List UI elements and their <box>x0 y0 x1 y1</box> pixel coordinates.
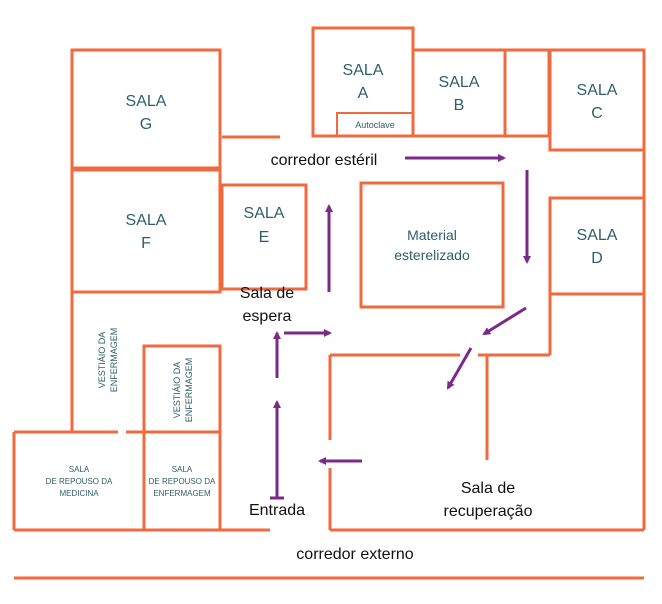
area-labels: corredor estéril Sala de espera Sala de … <box>240 152 533 563</box>
corredor-externo-label: corredor externo <box>296 546 413 563</box>
room-b-wall <box>411 48 507 138</box>
repouso-med-label-1: SALA <box>69 465 90 474</box>
vestiario-enf-2-label-1: VESTIÁIO DA <box>172 362 182 419</box>
room-e-wall <box>220 183 308 291</box>
vestiario-enf-2: VESTIÁIO DA ENFERMAGEM <box>172 358 194 423</box>
room-g-label-1: SALA <box>126 93 167 110</box>
material-label-1: Material <box>407 227 457 243</box>
arrow-diag-2 <box>446 347 473 390</box>
sala-recuperacao-label-1: Sala de <box>461 480 515 497</box>
room-b-label-2: B <box>454 97 465 114</box>
room-d-label-1: SALA <box>577 227 618 244</box>
vestiario-enf-1-label-1: VESTIÁIO DA <box>97 332 107 389</box>
room-e-label-1: SALA <box>244 205 285 222</box>
autoclave-label: Autoclave <box>355 120 395 130</box>
entrada-label: Entrada <box>249 502 305 519</box>
room-d-wall <box>548 196 646 296</box>
vestiario-enf-small-wall <box>142 344 222 434</box>
small-room-wall <box>503 48 551 138</box>
vestiario-enf-2-label-2: ENFERMAGEM <box>184 358 194 423</box>
material-room-wall <box>359 181 505 309</box>
room-a-label-2: A <box>358 85 369 102</box>
room-f-wall <box>70 168 222 294</box>
repouso-med-label-2: DE REPOUSO DA <box>46 477 113 486</box>
material-label-2: esterelizado <box>394 247 470 263</box>
walls <box>12 26 646 580</box>
room-f-label-2: F <box>141 235 151 252</box>
vestiario-enf-1-label-2: ENFERMAGEM <box>109 328 119 393</box>
room-e-label-2: E <box>259 229 270 246</box>
repouso-enf-label-3: ENFERMAGEM <box>153 489 211 498</box>
vestiario-enf-1: VESTIÁIO DA ENFERMAGEM <box>97 328 119 393</box>
repouso-enf-label-1: SALA <box>172 465 193 474</box>
room-labels: SALA G SALA F SALA E SALA A Autoclave SA… <box>46 62 618 498</box>
room-a-label-1: SALA <box>343 62 384 79</box>
room-g-wall <box>70 48 222 170</box>
sala-recuperacao-label-2: recuperação <box>444 503 533 520</box>
room-g-label-2: G <box>140 116 152 133</box>
room-c-label-1: SALA <box>577 82 618 99</box>
room-d-label-2: D <box>591 250 603 267</box>
room-f-label-1: SALA <box>126 212 167 229</box>
room-c-label-2: C <box>591 105 603 122</box>
room-c-wall <box>548 48 646 152</box>
sala-espera-label-2: espera <box>243 308 292 325</box>
arrow-diag-1 <box>482 306 527 336</box>
corredor-esteril-label: corredor estéril <box>271 152 378 169</box>
repouso-med-label-3: MEDICINA <box>59 489 99 498</box>
sala-espera-label-1: Sala de <box>240 285 294 302</box>
flow-arrows <box>270 154 531 500</box>
room-b-label-1: SALA <box>439 74 480 91</box>
repouso-enf-label-2: DE REPOUSO DA <box>149 477 216 486</box>
